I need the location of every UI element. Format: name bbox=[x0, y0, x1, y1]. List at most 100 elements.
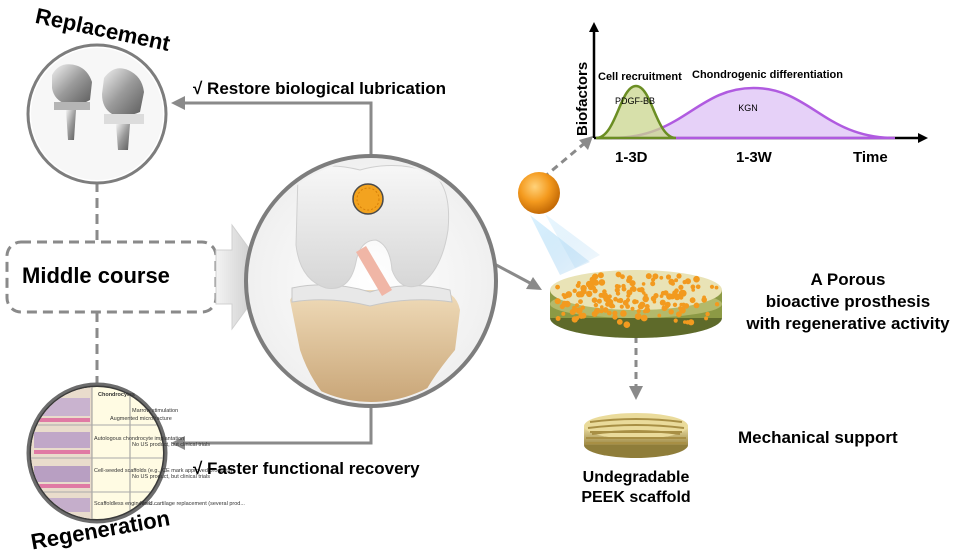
series-label-pdgf-bb: PDGF-BB bbox=[615, 96, 655, 106]
pore-dot bbox=[572, 306, 578, 313]
series-kgn-area bbox=[611, 86, 896, 140]
regeneration-circle: Chondrocytes Marrow stimulation Augmente… bbox=[26, 382, 245, 524]
pore-dot bbox=[572, 288, 577, 293]
x-tick-1-3w: 1-3W bbox=[736, 149, 773, 166]
pore-dot bbox=[678, 289, 686, 297]
faster-recovery-note: √ Faster functional recovery bbox=[193, 459, 420, 478]
pore-dot bbox=[554, 298, 561, 305]
pore-dot bbox=[639, 287, 645, 293]
microsphere bbox=[518, 172, 600, 275]
table-row1-right: No US product, but clinical trials bbox=[132, 442, 210, 448]
table-marrow: Marrow stimulation bbox=[132, 408, 178, 414]
restore-lubrication-note: √ Restore biological lubrication bbox=[193, 79, 447, 98]
pore-dot bbox=[612, 310, 618, 316]
pore-dot bbox=[714, 302, 720, 307]
pore-dot bbox=[668, 309, 674, 315]
pore-dot bbox=[652, 299, 657, 304]
pore-dot bbox=[666, 293, 673, 300]
middle-course-label: Middle course bbox=[22, 263, 170, 288]
series-label-kgn: KGN bbox=[738, 103, 758, 113]
pore-dot bbox=[640, 314, 648, 322]
pore-dot bbox=[616, 319, 623, 325]
pore-dot bbox=[591, 285, 596, 291]
pore-dot bbox=[674, 278, 679, 283]
pore-dot bbox=[591, 297, 598, 304]
pore-dot bbox=[645, 273, 652, 280]
pore-dot bbox=[630, 306, 635, 311]
peek-scaffold bbox=[584, 413, 688, 458]
pore-dot bbox=[672, 302, 678, 307]
pore-dot bbox=[607, 294, 612, 299]
knee-joint-image bbox=[290, 164, 460, 402]
pore-dot bbox=[586, 290, 593, 298]
pore-dot bbox=[653, 293, 659, 299]
pore-dot bbox=[613, 296, 618, 302]
prosthesis-line-2: bioactive prosthesis bbox=[765, 292, 931, 311]
pore-dot bbox=[608, 302, 615, 309]
annotation-chondrogenic-differentiation: Chondrogenic differentiation bbox=[692, 69, 843, 81]
pore-dot bbox=[580, 290, 585, 295]
table-row2-left: Cell-seeded scaffolds (e.g., CE mark app… bbox=[94, 468, 233, 474]
peek-scaffold-label: Undegradable PEEK scaffold bbox=[566, 468, 706, 508]
peek-line-1: Undegradable bbox=[582, 469, 690, 486]
table-row3-right: No U... bbox=[140, 501, 158, 507]
pore-dot bbox=[661, 305, 668, 312]
pore-dot bbox=[622, 299, 629, 306]
annotation-cell-recruitment: Cell recruitment bbox=[598, 71, 682, 83]
pore-dot bbox=[678, 284, 684, 290]
pore-dot bbox=[597, 272, 604, 279]
pore-dot bbox=[704, 316, 709, 321]
pore-dot bbox=[615, 291, 621, 296]
prosthesis-line-1: A Porous bbox=[810, 270, 886, 289]
pore-dot bbox=[678, 306, 682, 310]
pore-dot bbox=[693, 275, 700, 283]
pore-dot bbox=[652, 273, 659, 280]
pore-dot bbox=[688, 319, 695, 326]
pore-dot bbox=[619, 304, 624, 309]
pore-dot bbox=[665, 274, 672, 280]
pore-dot bbox=[555, 316, 561, 321]
y-axis-label: Biofactors bbox=[574, 62, 591, 136]
pore-dot bbox=[621, 286, 627, 292]
regeneration-table-text: Chondrocytes Marrow stimulation Augmente… bbox=[94, 392, 245, 507]
pore-dot bbox=[598, 279, 606, 286]
pore-dot bbox=[679, 295, 684, 300]
knee-circle bbox=[244, 154, 498, 408]
pore-dot bbox=[606, 310, 612, 316]
pore-dot bbox=[657, 313, 662, 318]
pore-dot bbox=[691, 288, 695, 292]
knee-implant-image bbox=[31, 48, 163, 180]
pore-dot bbox=[561, 300, 568, 307]
pore-dot bbox=[685, 278, 691, 285]
pore-dot bbox=[602, 307, 609, 313]
pore-dot bbox=[659, 275, 664, 280]
pore-dot bbox=[690, 284, 696, 290]
pore-dot bbox=[580, 312, 587, 319]
pore-dot bbox=[620, 274, 625, 280]
x-tick-1-3d: 1-3D bbox=[615, 149, 648, 166]
pore-dot bbox=[644, 304, 650, 309]
porous-prosthesis-disc bbox=[550, 270, 722, 338]
table-row3-left: Scaffoldless engineered cartilage replac… bbox=[94, 501, 245, 507]
pore-dot bbox=[561, 311, 566, 316]
pore-dot bbox=[676, 311, 682, 318]
table-row1-left: Autologous chondrocyte implantation bbox=[94, 436, 184, 442]
pore-dot bbox=[650, 281, 656, 287]
pore-dot bbox=[612, 314, 618, 320]
pore-dot bbox=[578, 299, 583, 304]
pore-dot bbox=[599, 309, 604, 314]
pore-dot bbox=[641, 282, 646, 286]
pore-dot bbox=[681, 302, 686, 308]
pore-dot bbox=[571, 316, 578, 323]
biofactor-release-chart: PDGF-BB KGN Cell recruitment Chondrogeni… bbox=[574, 22, 928, 166]
mechanical-support-label: Mechanical support bbox=[738, 428, 898, 447]
pore-dot bbox=[643, 293, 648, 298]
pore-dot bbox=[634, 313, 642, 320]
pore-dot bbox=[614, 284, 620, 289]
pore-dot bbox=[683, 320, 687, 324]
pore-dot bbox=[631, 286, 637, 293]
pore-dot bbox=[565, 291, 573, 298]
table-augmented: Augmented microfracture bbox=[110, 416, 172, 422]
prosthesis-line-3: with regenerative activity bbox=[746, 314, 950, 333]
